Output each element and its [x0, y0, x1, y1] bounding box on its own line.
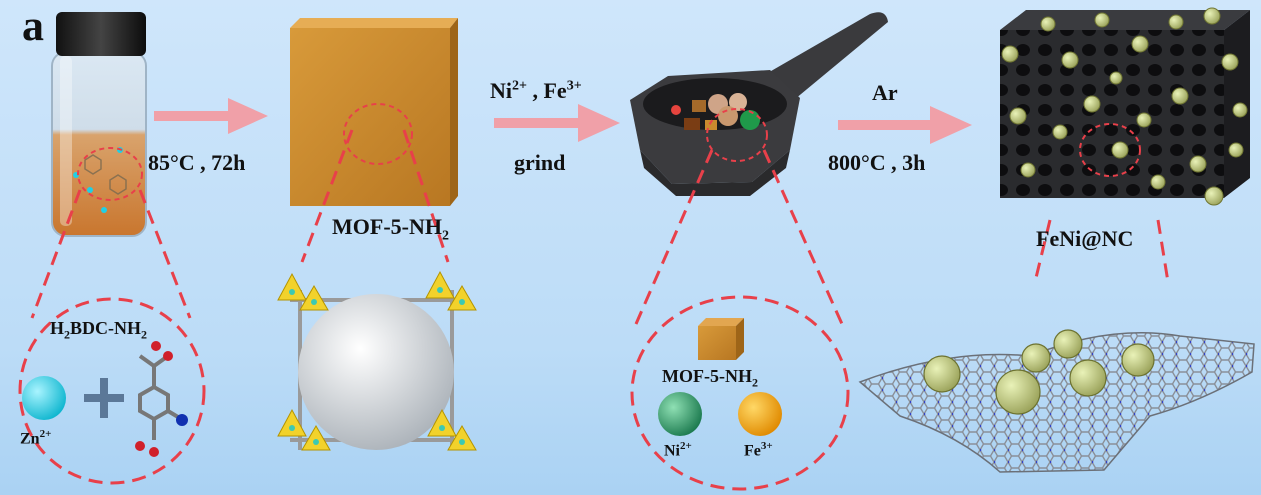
final-product-label: FeNi@NC	[1036, 226, 1134, 251]
zn-sphere	[22, 376, 66, 420]
fe-label: Fe	[543, 78, 567, 103]
mof-label: MOF-5-NH2	[332, 214, 449, 244]
step2-condition: grind	[514, 150, 566, 175]
carbon-cube	[1000, 7, 1250, 206]
mix-fe-charge: 3+	[760, 440, 773, 452]
mix-ni-text: Ni	[664, 442, 680, 460]
arrow-2	[494, 104, 620, 142]
fe-sphere	[738, 392, 782, 436]
step1-condition: 85°C , 72h	[148, 150, 246, 175]
ni-sphere	[658, 392, 702, 436]
mix-mof-text: MOF-5-NH	[662, 366, 752, 386]
mix-mof-label: MOF-5-NH2	[662, 366, 758, 391]
linker-zoom	[22, 341, 188, 457]
linker-nh-sub: 2	[141, 327, 148, 342]
zn-label: Zn2+	[20, 428, 51, 448]
mix-ni-label: Ni2+	[664, 440, 692, 460]
step3-gas: Ar	[872, 80, 898, 105]
mof-small-cube	[698, 326, 736, 360]
step2-reagents: Ni2+ , Fe3+	[490, 78, 582, 104]
linker-h: H	[50, 318, 65, 338]
mof-subscript: 2	[441, 228, 449, 244]
vial	[51, 12, 147, 237]
fenic-sheet	[858, 329, 1255, 473]
fe-charge: 3+	[566, 78, 582, 94]
mof-structure-zoom	[277, 270, 477, 451]
linker-h-sub: 2	[64, 327, 71, 342]
zoom-dashes	[18, 103, 1170, 491]
mix-fe-text: Fe	[744, 442, 761, 460]
panel-label: a	[22, 1, 44, 50]
mixture-zoom	[658, 318, 782, 436]
linker-body: BDC-NH	[70, 318, 142, 338]
reagent-separator: ,	[526, 78, 544, 103]
mix-ni-charge: 2+	[680, 440, 692, 452]
arrow-3	[838, 106, 972, 144]
ni-charge: 2+	[512, 78, 527, 94]
mof-name: MOF-5-NH	[332, 214, 442, 239]
zn-text: Zn	[20, 430, 40, 448]
mix-fe-label: Fe3+	[744, 440, 773, 460]
mortar-and-pestle	[630, 12, 888, 196]
arrow-1	[154, 98, 268, 134]
zn-charge: 2+	[39, 428, 52, 440]
mof-cube	[290, 18, 458, 206]
linker-label: H2BDC-NH2	[50, 318, 147, 343]
ni-label: Ni	[490, 78, 512, 103]
mix-mof-sub: 2	[751, 375, 758, 390]
step3-condition: 800°C , 3h	[828, 150, 926, 175]
